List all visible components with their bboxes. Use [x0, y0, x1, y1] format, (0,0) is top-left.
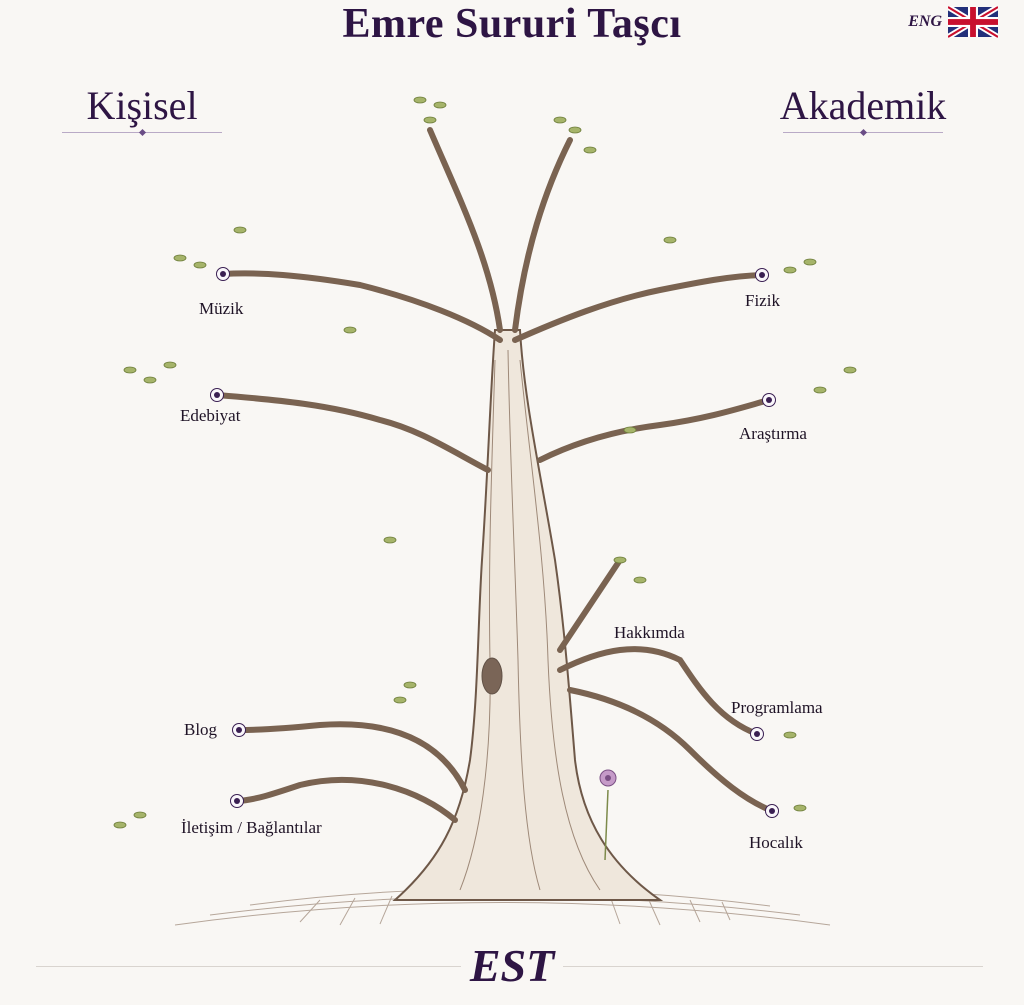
language-label: ENG — [908, 13, 942, 30]
branch-node-programlama[interactable] — [750, 727, 764, 741]
section-personal-title: Kişisel — [86, 83, 198, 128]
branch-label-edebiyat[interactable]: Edebiyat — [180, 406, 241, 425]
branch-label-arastirma[interactable]: Araştırma — [739, 424, 807, 443]
section-academic-title: Akademik — [779, 83, 947, 128]
branch-label-programlama[interactable]: Programlama — [731, 698, 823, 717]
branch-node-muzik[interactable] — [216, 267, 230, 281]
branch-label-hakkimda[interactable]: Hakkımda — [614, 623, 685, 642]
branch-node-hocalik[interactable] — [765, 804, 779, 818]
page-title: Emre Sururi Taşcı — [342, 1, 682, 47]
flower — [599, 769, 617, 861]
footer-monogram: EST — [469, 940, 555, 991]
section-personal-divider — [62, 132, 222, 133]
branch-node-arastirma[interactable] — [762, 393, 776, 407]
branch-node-iletisim[interactable] — [230, 794, 244, 808]
trunk-texture — [459, 349, 601, 891]
branch-node-fizik[interactable] — [755, 268, 769, 282]
footer-divider-left — [36, 966, 461, 967]
uk-flag-icon — [948, 6, 998, 38]
tree-trunk — [392, 329, 664, 901]
section-academic-divider — [783, 132, 943, 133]
section-personal[interactable]: Kişisel — [57, 84, 227, 133]
footer-divider-right — [563, 966, 983, 967]
branch-label-hocalik[interactable]: Hocalık — [749, 833, 803, 852]
language-switch[interactable]: ENG — [908, 6, 998, 38]
branch-node-blog[interactable] — [232, 723, 246, 737]
section-academic[interactable]: Akademik — [778, 84, 948, 133]
branch-label-muzik[interactable]: Müzik — [199, 299, 244, 318]
branch-node-edebiyat[interactable] — [210, 388, 224, 402]
branch-label-fizik[interactable]: Fizik — [745, 291, 780, 310]
branch-label-blog[interactable]: Blog — [184, 720, 218, 739]
tree-leaves — [113, 96, 857, 829]
tree-branches — [214, 127, 775, 823]
branch-label-iletisim[interactable]: İletişim / Bağlantılar — [181, 818, 322, 837]
